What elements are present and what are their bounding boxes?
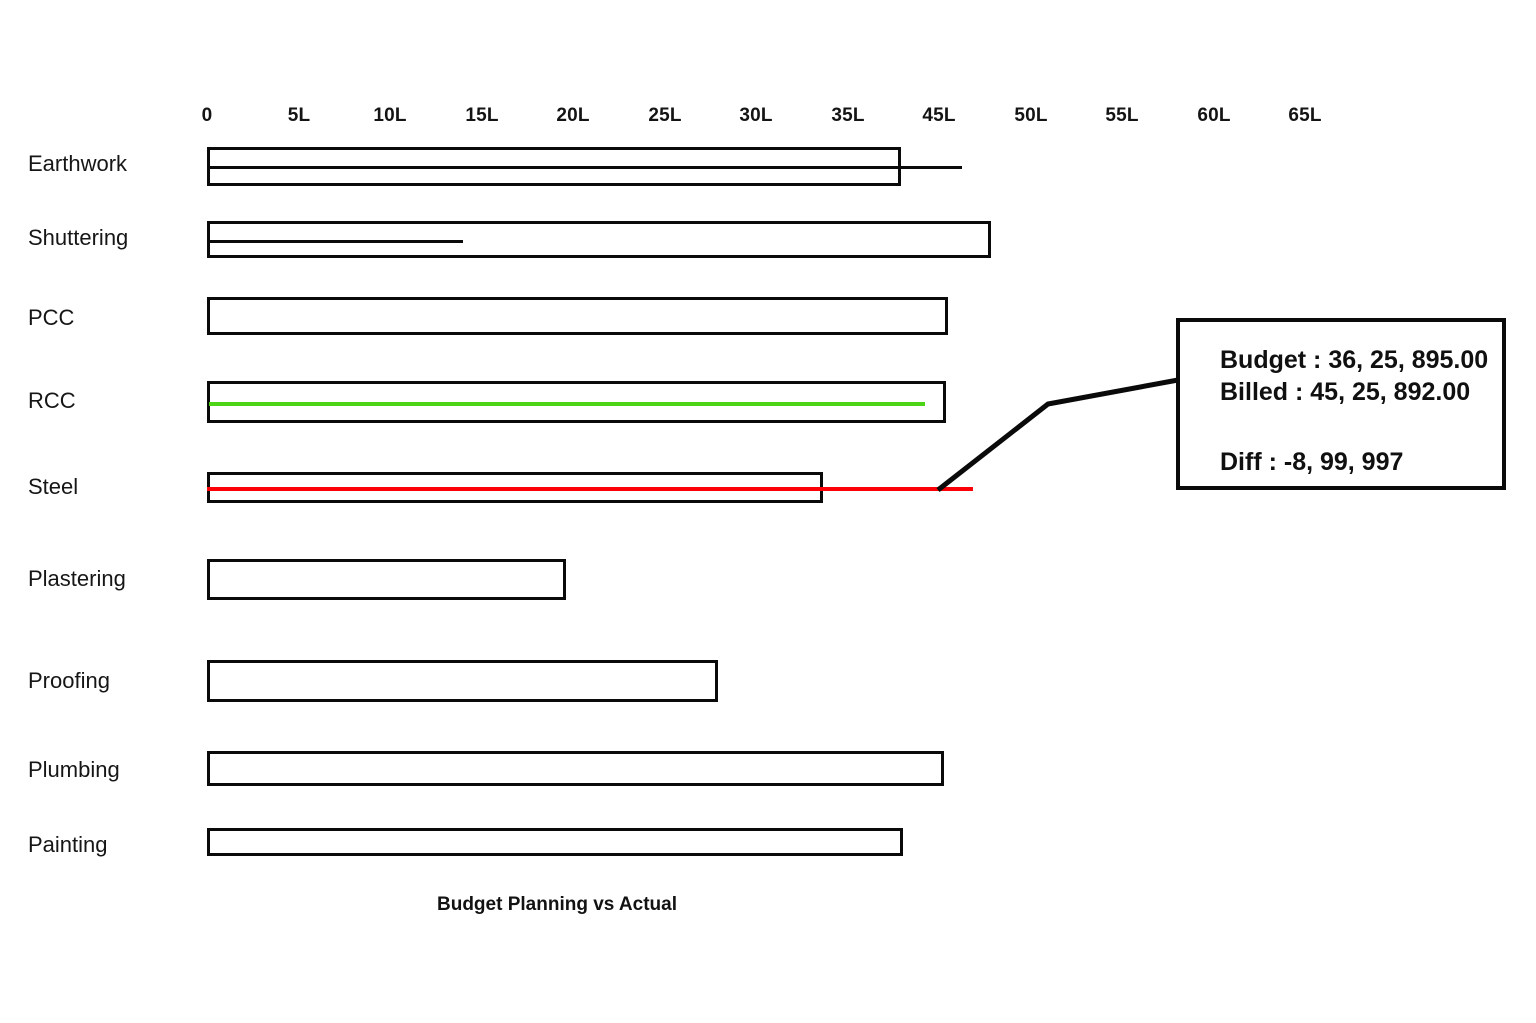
x-axis-tick-10l: 10L: [373, 105, 407, 126]
category-label-proofing: Proofing: [28, 668, 110, 693]
category-label-plastering: Plastering: [28, 566, 126, 591]
callout-spacer: [1220, 408, 1502, 446]
budget-bar-plumbing[interactable]: [207, 751, 944, 786]
budget-bar-pcc[interactable]: [207, 297, 948, 335]
x-axis-tick-15l: 15L: [465, 105, 499, 126]
x-axis-tick-45l: 45L: [922, 105, 956, 126]
x-axis-tick-25l: 25L: [648, 105, 682, 126]
category-label-earthwork: Earthwork: [28, 151, 128, 176]
billed-line-steel[interactable]: [207, 487, 973, 491]
x-axis-tick-0: 0: [201, 105, 213, 126]
billed-line-shuttering[interactable]: [209, 240, 463, 243]
x-axis-tick-30l: 30L: [739, 105, 773, 126]
x-axis-tick-50l: 50L: [1014, 105, 1048, 126]
budget-bar-proofing[interactable]: [207, 660, 718, 702]
x-axis-tick-35l: 35L: [831, 105, 865, 126]
category-label-steel: Steel: [28, 474, 79, 499]
budget-bar-painting[interactable]: [207, 828, 903, 856]
category-label-pcc: PCC: [28, 305, 75, 330]
chart-caption: Budget Planning vs Actual: [437, 894, 677, 915]
billed-line-earthwork[interactable]: [209, 166, 962, 169]
budget-bar-plastering[interactable]: [207, 559, 566, 600]
x-axis-tick-60l: 60L: [1197, 105, 1231, 126]
category-label-rcc: RCC: [28, 388, 76, 413]
x-axis-tick-5l: 5L: [287, 105, 311, 126]
x-axis-tick-55l: 55L: [1105, 105, 1139, 126]
callout-budget-line: Budget : 36, 25, 895.00: [1220, 346, 1489, 374]
x-axis-tick-20l: 20L: [556, 105, 590, 126]
callout-diff-line: Diff : -8, 99, 997: [1220, 448, 1404, 476]
callout-billed-line: Billed : 45, 25, 892.00: [1220, 378, 1471, 406]
budget-bar-shuttering[interactable]: [207, 221, 991, 258]
category-label-painting: Painting: [28, 832, 108, 857]
value-callout-box: Budget : 36, 25, 895.00 Billed : 45, 25,…: [1176, 318, 1506, 490]
category-label-shuttering: Shuttering: [28, 225, 129, 250]
billed-line-rcc[interactable]: [209, 402, 925, 406]
category-label-plumbing: Plumbing: [28, 757, 120, 782]
x-axis-tick-65l: 65L: [1288, 105, 1322, 126]
